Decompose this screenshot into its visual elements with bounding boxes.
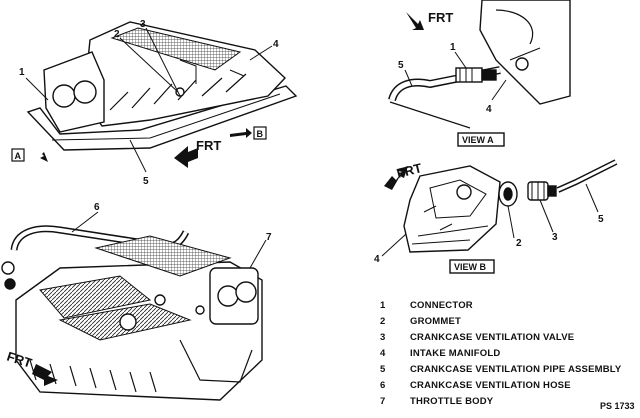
- callout-7-bottom: 7: [266, 232, 272, 243]
- callout-4-view-b: 4: [374, 254, 380, 265]
- legend-text: CONNECTOR: [410, 300, 473, 311]
- legend-number: 7: [380, 396, 386, 407]
- legend-row: 1 CONNECTOR: [380, 298, 630, 314]
- callout-5-view-a: 5: [398, 60, 404, 71]
- frt-arrow-bottom: FRT: [5, 349, 58, 386]
- callout-3-top: 3: [140, 19, 146, 30]
- legend-text: INTAKE MANIFOLD: [410, 348, 501, 359]
- svg-text:FRT: FRT: [5, 349, 34, 371]
- svg-text:VIEW B: VIEW B: [454, 262, 487, 272]
- legend-number: 3: [380, 332, 386, 343]
- legend-row: 6 CRANKCASE VENTILATION HOSE: [380, 378, 630, 394]
- svg-text:FRT: FRT: [196, 138, 221, 153]
- legend-row: 4 INTAKE MANIFOLD: [380, 346, 630, 362]
- callout-2-view-b: 2: [516, 238, 522, 249]
- engine-illustration: [1, 225, 263, 401]
- callout-5-top: 5: [143, 176, 149, 187]
- legend-number: 6: [380, 380, 386, 391]
- legend-number: 2: [380, 316, 386, 327]
- view-b-illustration: [384, 159, 618, 253]
- callout-1-top: 1: [19, 67, 25, 78]
- legend-row: 5 CRANKCASE VENTILATION PIPE ASSEMBLY: [380, 362, 630, 378]
- legend-number: 1: [380, 300, 386, 311]
- callout-2-top: 2: [114, 29, 120, 40]
- legend-text: CRANKCASE VENTILATION HOSE: [410, 380, 571, 391]
- legend-row: 3 CRANKCASE VENTILATION VALVE: [380, 330, 630, 346]
- legend-number: 5: [380, 364, 386, 375]
- view-b-caption: VIEW B: [449, 259, 495, 274]
- view-a-caption: VIEW A: [457, 132, 505, 147]
- view-a-illustration: [388, 0, 571, 129]
- svg-text:B: B: [257, 129, 264, 139]
- view-a-marker: A: [11, 144, 48, 162]
- view-a-leaders: [404, 51, 507, 101]
- callout-4-view-a: 4: [486, 104, 492, 115]
- callout-3-view-b: 3: [552, 232, 558, 243]
- callout-1-view-a: 1: [450, 42, 456, 53]
- svg-text:A: A: [15, 151, 22, 161]
- legend-text: CRANKCASE VENTILATION PIPE ASSEMBLY: [410, 364, 622, 375]
- legend-row: 7 THROTTLE BODY: [380, 394, 630, 410]
- top-callout-leaders: [25, 27, 273, 173]
- bottom-callout-leaders: [71, 211, 267, 269]
- frt-label-view-b: FRT: [395, 160, 423, 181]
- callout-5-view-b: 5: [598, 214, 604, 225]
- svg-text:VIEW A: VIEW A: [462, 135, 494, 145]
- legend-text: THROTTLE BODY: [410, 396, 494, 407]
- legend-number: 4: [380, 348, 386, 359]
- legend-text: GROMMET: [410, 316, 462, 327]
- callout-4-top: 4: [273, 39, 279, 50]
- intake-manifold-illustration: [26, 21, 298, 151]
- view-b-leaders: [381, 183, 599, 257]
- legend-text: CRANKCASE VENTILATION VALVE: [410, 332, 575, 343]
- view-b-marker: B: [230, 126, 267, 140]
- callout-6-bottom: 6: [94, 202, 100, 213]
- frt-label-view-a: FRT: [428, 10, 453, 25]
- frt-arrow-top: FRT: [174, 138, 221, 168]
- figure-code: PS 1733: [600, 401, 635, 411]
- legend-row: 2 GROMMET: [380, 314, 630, 330]
